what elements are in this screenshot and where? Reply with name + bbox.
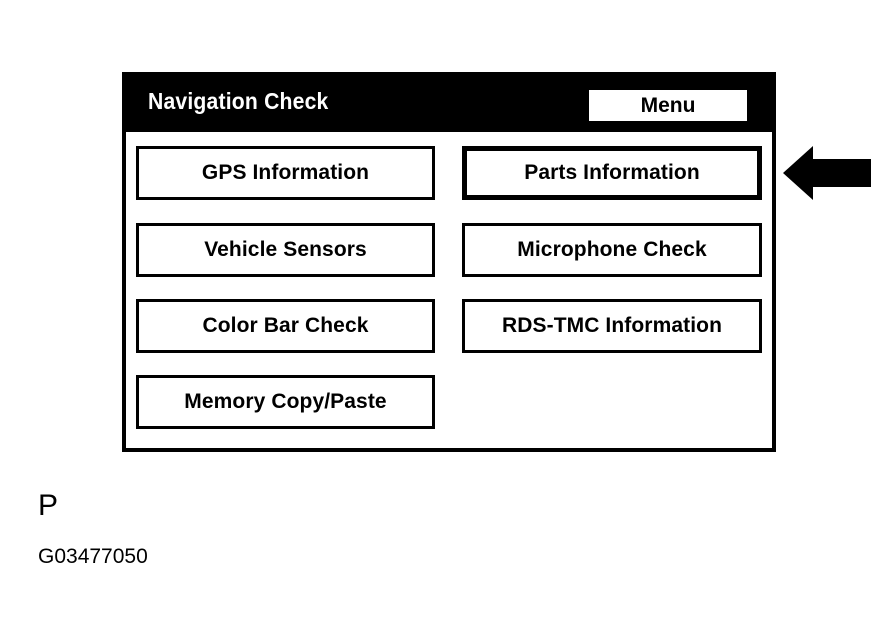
page-title: Navigation Check xyxy=(148,88,329,114)
menu-button[interactable]: Menu xyxy=(589,90,747,121)
menu-item-parts-information[interactable]: Parts Information xyxy=(462,146,762,200)
menu-item-rds-tmc-information[interactable]: RDS-TMC Information xyxy=(462,299,762,353)
menu-item-memory-copy-paste[interactable]: Memory Copy/Paste xyxy=(136,375,435,429)
menu-item-color-bar-check[interactable]: Color Bar Check xyxy=(136,299,435,353)
figure-id-label: G03477050 xyxy=(38,545,148,568)
panel-title-bar: Navigation Check Menu xyxy=(126,76,772,132)
navigation-check-panel: Navigation Check Menu GPS Information Pa… xyxy=(122,72,776,452)
menu-item-microphone-check[interactable]: Microphone Check xyxy=(462,223,762,277)
arrow-left-icon xyxy=(783,144,871,202)
caption-letter: P xyxy=(38,489,59,522)
menu-item-gps-information[interactable]: GPS Information xyxy=(136,146,435,200)
menu-item-vehicle-sensors[interactable]: Vehicle Sensors xyxy=(136,223,435,277)
menu-button-grid: GPS Information Parts Information Vehicl… xyxy=(126,132,772,448)
